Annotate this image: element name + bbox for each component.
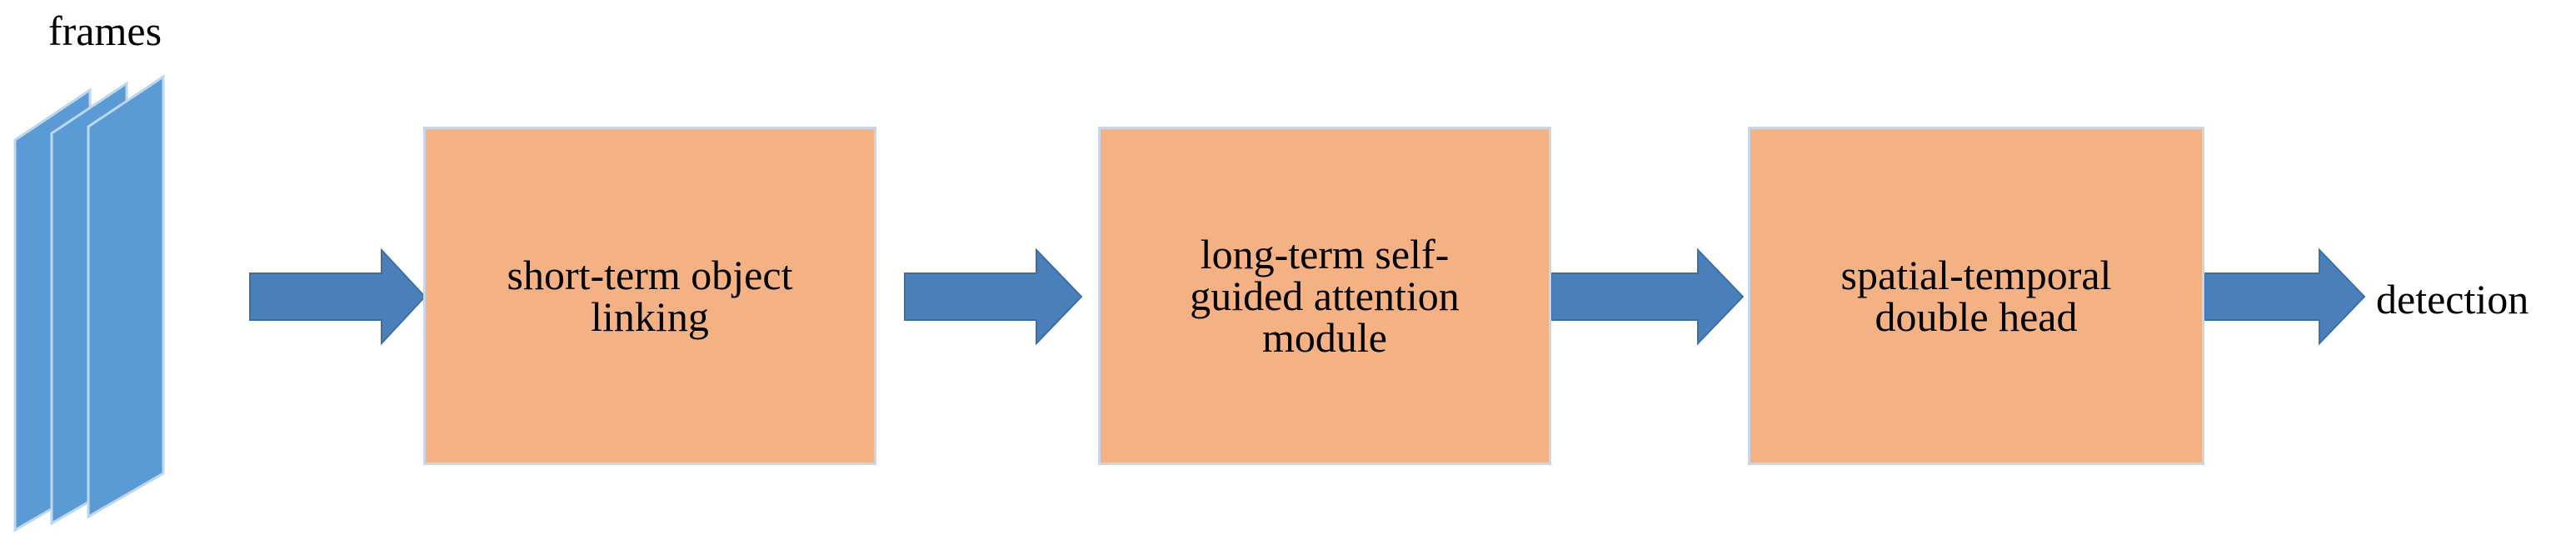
arrow-linking-to-attention bbox=[904, 248, 1083, 346]
box-1-line-1: short-term object bbox=[507, 252, 793, 298]
box-1-line-2: linking bbox=[591, 293, 709, 340]
frame-3 bbox=[87, 74, 165, 519]
box-2-line-3: module bbox=[1262, 314, 1387, 361]
arrow-head-to-detection bbox=[2204, 248, 2366, 346]
detection-label: detection bbox=[2376, 276, 2529, 322]
arrow-frames-to-linking bbox=[249, 248, 427, 346]
arrow-attention-to-head bbox=[1550, 248, 1745, 346]
frames-stack bbox=[13, 74, 165, 532]
box-2-line-1: long-term self- bbox=[1200, 231, 1450, 278]
box-1-text: short-term object linking bbox=[507, 254, 793, 338]
frames-label: frames bbox=[48, 8, 162, 54]
box-3-line-2: double head bbox=[1875, 293, 2078, 340]
box-3-text: spatial-temporal double head bbox=[1841, 254, 2112, 338]
box-spatial-temporal-double-head: spatial-temporal double head bbox=[1748, 127, 2204, 465]
box-2-line-2: guided attention bbox=[1190, 272, 1460, 319]
box-2-text: long-term self- guided attention module bbox=[1190, 233, 1460, 358]
box-short-term-object-linking: short-term object linking bbox=[423, 127, 876, 465]
box-long-term-self-guided-attention: long-term self- guided attention module bbox=[1098, 127, 1551, 465]
box-3-line-1: spatial-temporal bbox=[1840, 252, 2112, 298]
